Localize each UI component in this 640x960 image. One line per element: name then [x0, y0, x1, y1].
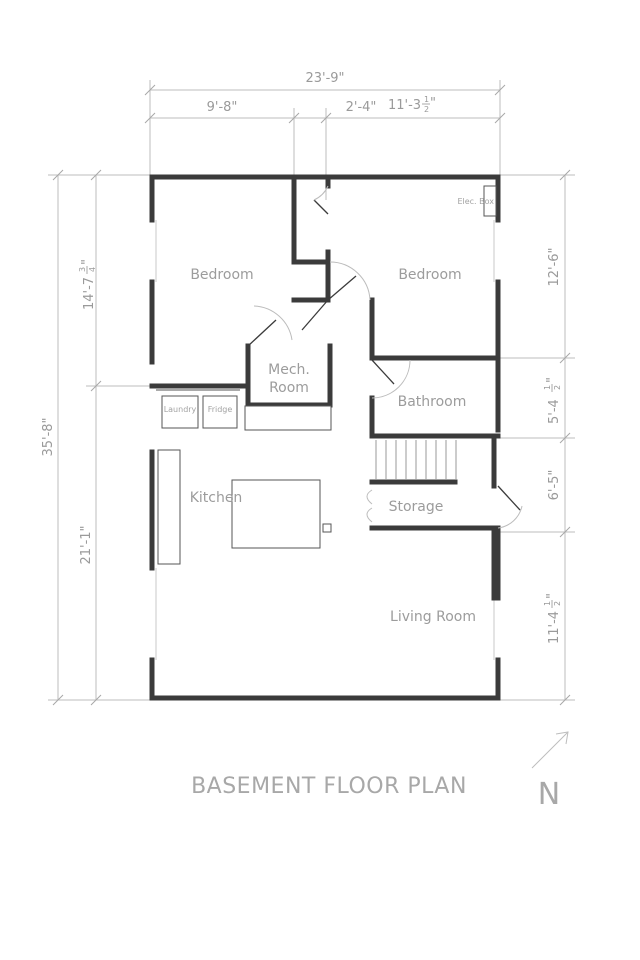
- dim-right-2-main: 5'-4: [547, 399, 562, 424]
- kitchen-island-fixture: [231, 479, 321, 549]
- dim-left-upper-frac-den: 4: [88, 267, 97, 272]
- room-label-bedroom-left: Bedroom: [190, 267, 253, 283]
- plan-title: BASEMENT FLOOR PLAN: [191, 774, 467, 799]
- dim-segment-3-main: 11'-3: [388, 98, 421, 113]
- elec-box-fixture: [483, 185, 497, 217]
- right-dimension-lines: [500, 169, 575, 706]
- room-label-mech-line1: Mech.: [268, 362, 310, 378]
- dim-segment-3-inch: ": [430, 96, 436, 111]
- dim-segment-2: 2'-4": [346, 100, 377, 115]
- room-label-bedroom-right: Bedroom: [398, 267, 461, 283]
- exterior-walls: [149, 174, 501, 701]
- dim-left-lower: 21'-1": [79, 525, 94, 564]
- dim-left-upper: 14'-7 3 4 ": [78, 259, 97, 310]
- dim-overall-depth: 35'-8": [41, 417, 56, 456]
- left-dimension-lines: [48, 169, 150, 706]
- dim-segment-1: 9'-8": [207, 100, 238, 115]
- dim-left-upper-frac-num: 3: [78, 267, 87, 272]
- interior-walls: [149, 174, 501, 601]
- north-arrow-line: [531, 731, 569, 769]
- room-label-kitchen: Kitchen: [190, 490, 243, 506]
- dim-segment-3-frac-num: 1: [424, 95, 429, 104]
- laundry-fixture: [161, 395, 199, 429]
- north-label: N: [538, 777, 560, 812]
- doors: [247, 185, 523, 529]
- counter-fixture: [244, 405, 332, 431]
- stairs: [375, 440, 457, 480]
- dim-right-4: 11'-4 1 2 ": [543, 593, 562, 644]
- fixture-label-laundry: Laundry: [164, 405, 197, 414]
- dim-right-4-inch: ": [545, 593, 560, 599]
- dim-right-4-frac-num: 1: [543, 601, 552, 606]
- fixture-label-elec-box: Elec. Box: [457, 197, 494, 206]
- room-label-living-room: Living Room: [390, 609, 476, 625]
- north-arrow-head: [555, 731, 569, 745]
- dim-right-2-frac-num: 1: [543, 385, 552, 390]
- room-label-storage: Storage: [389, 499, 444, 515]
- fridge-fixture: [202, 395, 238, 429]
- dim-segment-3-frac-den: 2: [424, 105, 429, 114]
- fixture-label-fridge: Fridge: [208, 405, 233, 414]
- dim-left-upper-main: 14'-7: [82, 277, 97, 310]
- room-label-mech-line2: Room: [269, 380, 309, 396]
- dim-overall-width: 23'-9": [305, 71, 344, 86]
- kitchen-counter-fixture: [157, 449, 181, 565]
- dim-segment-3: 11'-3 1 2 ": [388, 95, 436, 114]
- dim-right-3: 6'-5": [547, 470, 562, 501]
- dim-left-upper-inch: ": [80, 259, 95, 265]
- dim-right-2: 5'-4 1 2 ": [543, 377, 562, 424]
- dim-right-4-main: 11'-4: [547, 611, 562, 644]
- top-dimension-lines: [144, 80, 506, 262]
- dim-right-4-frac-den: 2: [553, 601, 562, 606]
- room-label-bathroom: Bathroom: [398, 394, 467, 410]
- column-fixture: [322, 523, 332, 533]
- dim-right-2-inch: ": [545, 377, 560, 383]
- dim-right-1: 12'-6": [547, 247, 562, 286]
- dim-right-2-frac-den: 2: [553, 385, 562, 390]
